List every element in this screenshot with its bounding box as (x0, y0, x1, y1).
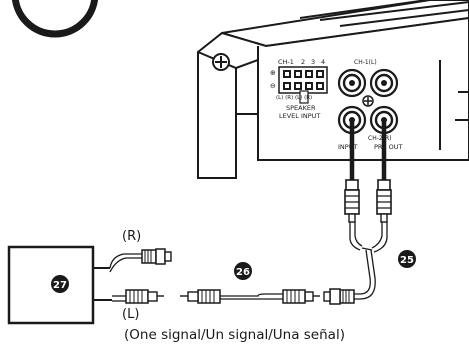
source-unit (7, 245, 172, 325)
channel-number-2: 2 (301, 58, 305, 66)
ch1-label: CH-1(L) (354, 59, 377, 66)
channel-number-3: 3 (311, 58, 315, 66)
speaker-lr-labels: (L) (R) (L) (R) (276, 95, 312, 101)
ground-screw-icon (362, 95, 374, 107)
y-cable-female-end (323, 288, 355, 305)
amplifier-unit (197, 0, 469, 179)
l-lead-plug (125, 289, 164, 304)
extension-cable (180, 289, 320, 304)
y-cable (323, 120, 392, 305)
diagram-caption: (One signal/Un signal/Una señal) (124, 327, 345, 343)
preout-label: PRE OUT (374, 143, 402, 151)
y-cable-plug-right (376, 179, 392, 223)
svg-text:25: 25 (400, 255, 414, 266)
y-cable-plug-left (344, 179, 360, 223)
input-label: INPUT (338, 143, 357, 151)
callout-y-cable: 25 (398, 250, 416, 268)
callout-source-unit: 27 (51, 275, 69, 293)
polarity-plus-label: ⊕ (270, 69, 276, 77)
step-emblem (11, 0, 99, 38)
callout-extension-cable: 26 (234, 262, 252, 280)
right-channel-label: (R) (122, 229, 141, 244)
rca-jack-ch1-input (337, 68, 367, 98)
polarity-minus-label: ⊖ (270, 82, 276, 90)
extension-plug-right (282, 289, 320, 304)
source-unit-box (7, 245, 95, 325)
svg-text:26: 26 (236, 267, 250, 278)
speaker-input-latch (299, 90, 309, 104)
r-lead-jack (141, 248, 172, 265)
channel-number-1: CH-1 (278, 58, 294, 66)
speaker-label-line1: SPEAKER (286, 104, 316, 112)
svg-text:27: 27 (53, 280, 67, 291)
speaker-label-line2: LEVEL INPUT (279, 112, 320, 120)
extension-plug-left (180, 289, 221, 304)
speaker-level-input-connector: CH-1 2 3 4 ⊕ ⊖ (L) (R) (L) (R) SPEAKER L… (270, 58, 328, 120)
channel-number-4: 4 (321, 58, 325, 66)
rca-jack-ch1-preout (369, 68, 399, 98)
ch2-label: CH-2(R) (368, 135, 392, 142)
speaker-input-pin-holes (285, 72, 322, 88)
left-channel-label: (L) (122, 307, 139, 322)
